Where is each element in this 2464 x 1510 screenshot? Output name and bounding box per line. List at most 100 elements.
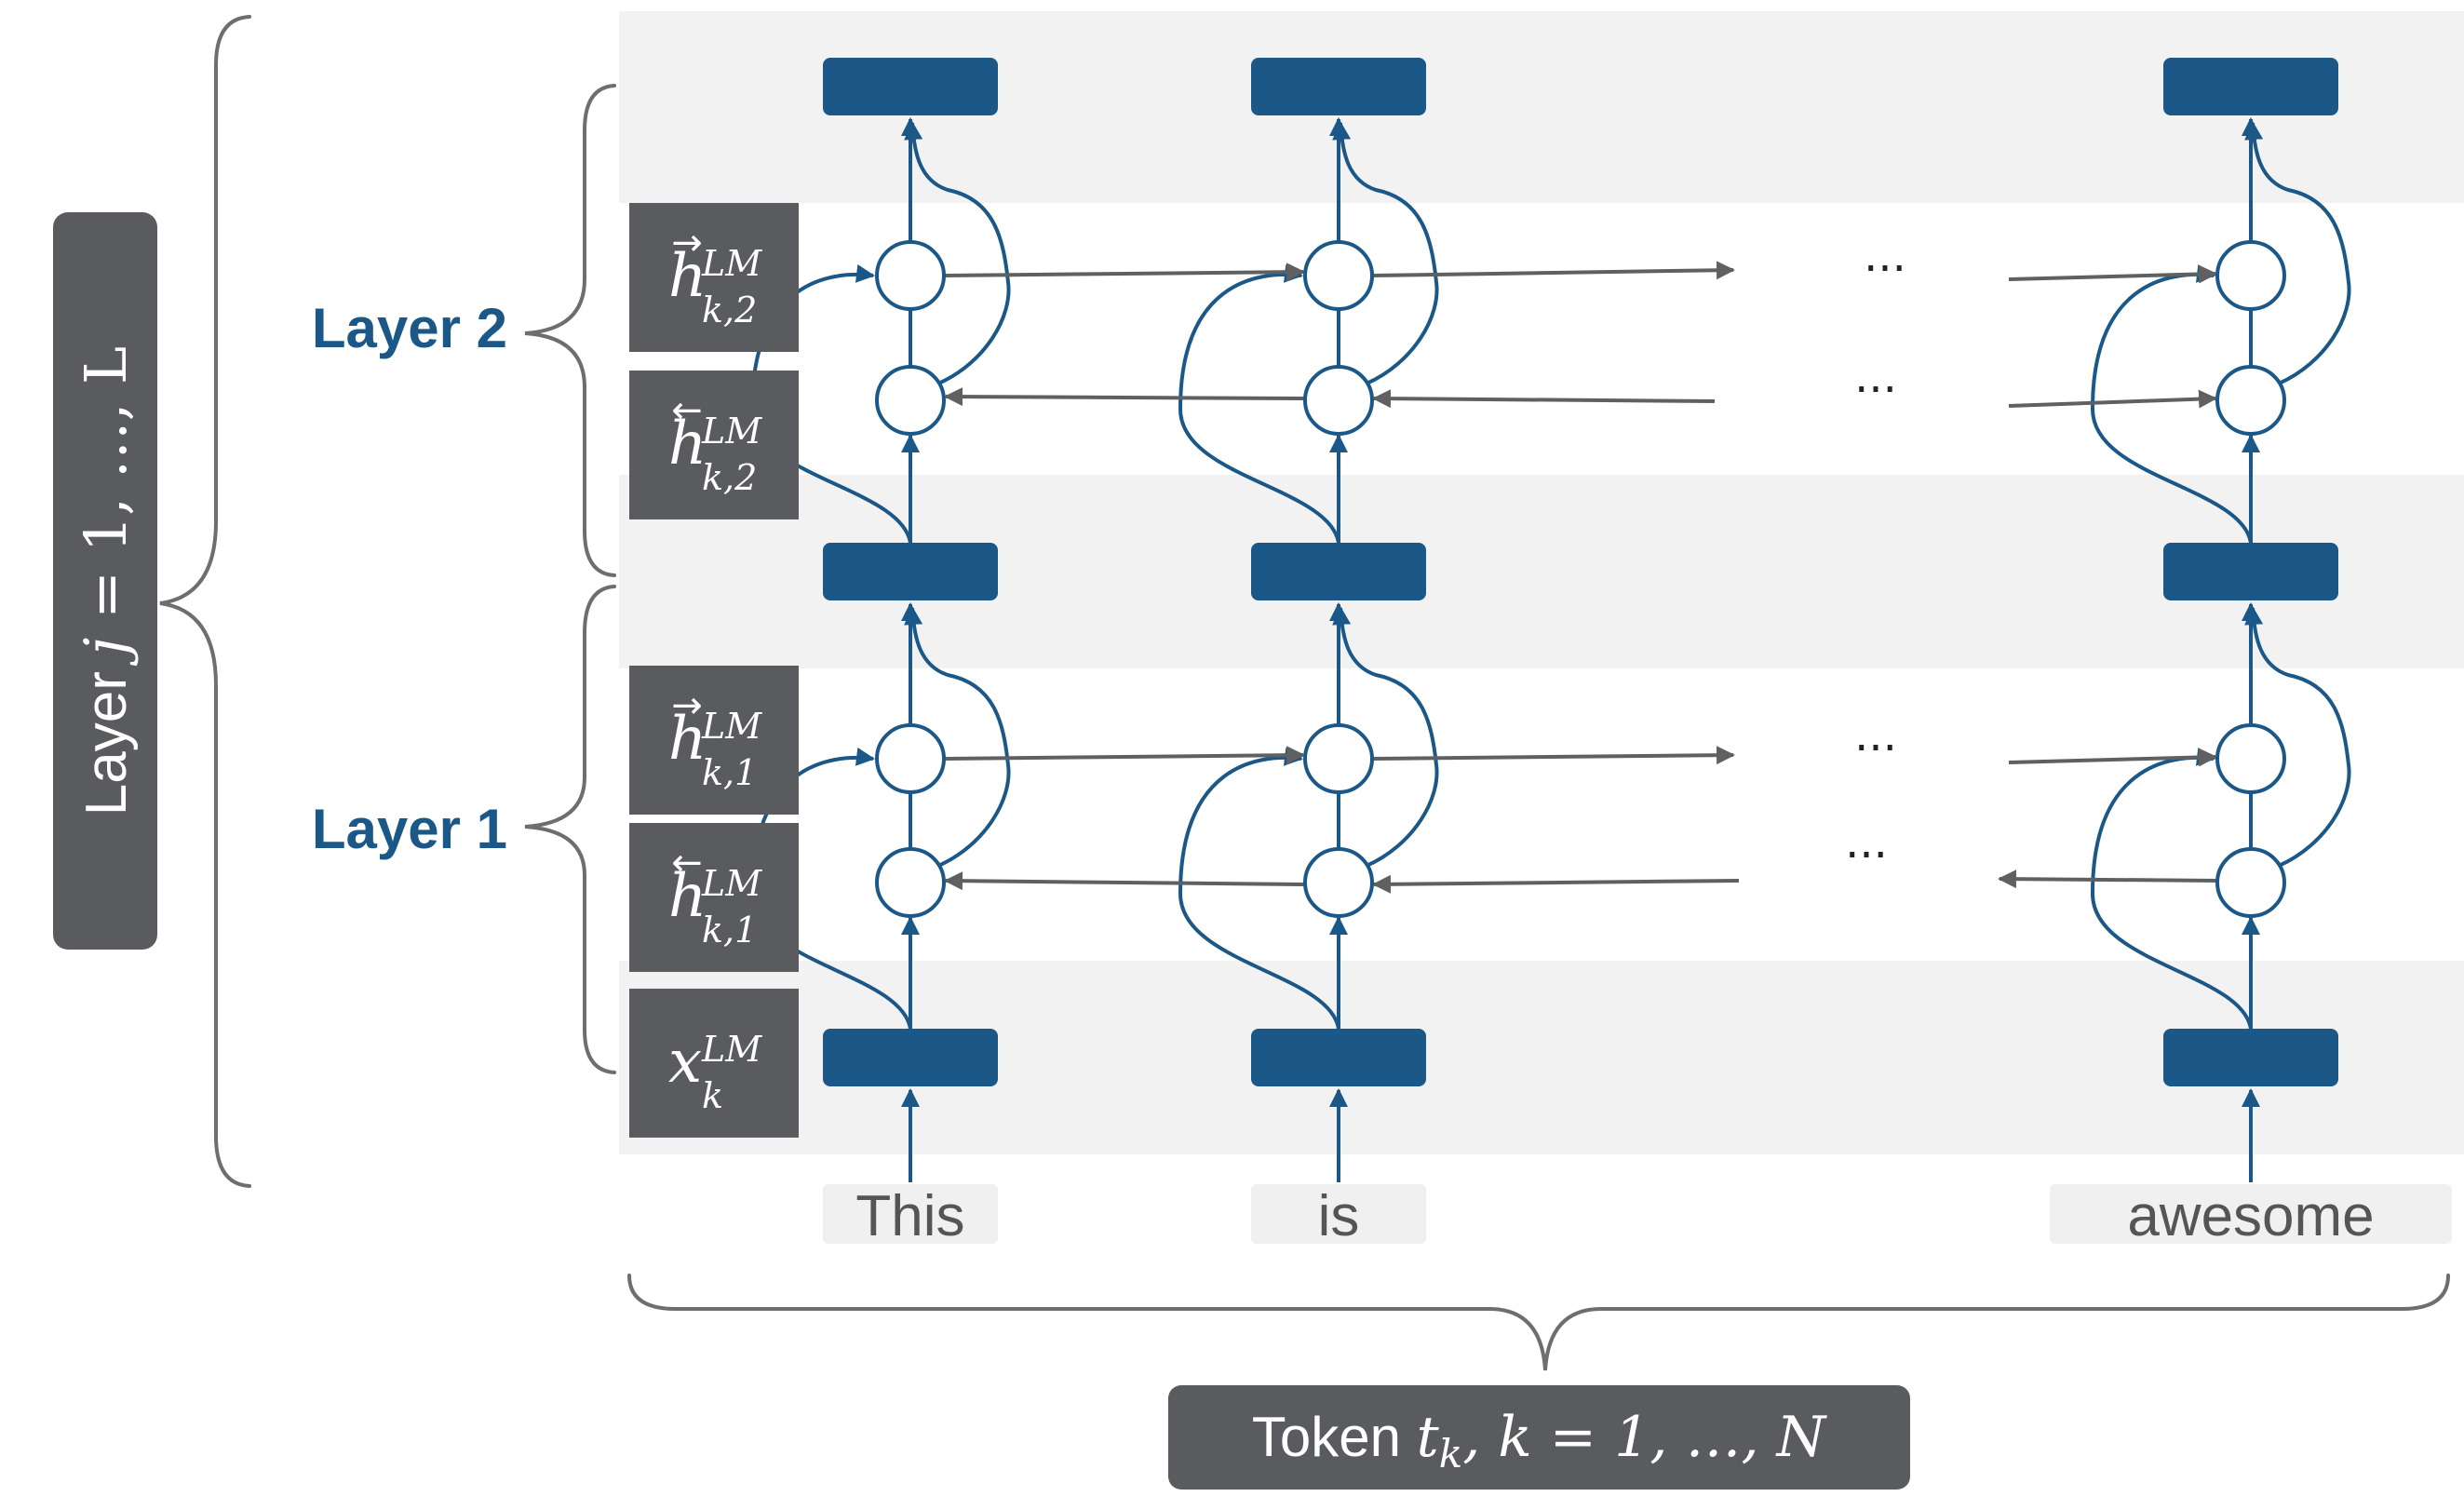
ellipsis-text: ··· (1845, 829, 1888, 882)
skip-connections (749, 121, 2351, 1030)
state-box-h-fwd-2: h→LMk,2 (629, 203, 799, 352)
arrow-icon (944, 387, 1306, 407)
arrow-icon (1371, 746, 1735, 765)
layer-axis-box: Layer j = 1, …, L (53, 212, 157, 950)
token-axis-label: Token tk, k = 1, …, N (1252, 1405, 1828, 1476)
layer-axis-label: Layer j = 1, …, L (72, 346, 140, 816)
layer-2-label: Layer 2 (312, 297, 507, 359)
arrow-icon (1371, 261, 1735, 280)
arrow-icon (944, 871, 1306, 891)
skip-curve-right (1332, 121, 1439, 385)
vertical-connections (901, 117, 2260, 1182)
ellipsis-text: ··· (1854, 722, 1897, 775)
state-subscript: k,2 (702, 457, 757, 498)
layer-axis-prefix: Layer (74, 655, 139, 816)
background-bands (619, 11, 2464, 1154)
rnn-cell-icon (1303, 365, 1374, 436)
ellipsis-text: ··· (1854, 364, 1897, 416)
direction-arrow-icon: → (671, 684, 703, 727)
state-symbol: h (668, 242, 707, 311)
layer-axis-rest: = 1, …, L (72, 346, 140, 638)
token-axis-box: Token tk, k = 1, …, N (1168, 1385, 1910, 1490)
skip-curve-right (1332, 606, 1439, 868)
state-symbol: h (668, 410, 707, 479)
state-symbol: x (668, 1028, 702, 1097)
direction-arrow-icon: ← (671, 389, 703, 432)
token-text: This (855, 1184, 964, 1248)
layer-axis-box-bg (53, 212, 157, 950)
arrow-icon (1372, 874, 1740, 894)
brace-icon (159, 15, 251, 1188)
braces (159, 15, 2450, 1371)
skip-curve-left (1178, 747, 1340, 1030)
ellipsis-text: ··· (1864, 243, 1906, 295)
token-awesome: awesome (2050, 1184, 2452, 1248)
rnn-cell-icon (1303, 240, 1374, 311)
embedding-bar (1251, 1029, 1426, 1086)
state-symbol: h (668, 705, 707, 774)
arrow-icon (2008, 264, 2217, 284)
token-axis-prefix: Token (1252, 1406, 1417, 1468)
arrow-icon (2008, 748, 2217, 767)
state-superscript: LM (701, 706, 762, 747)
token-bg (2050, 1184, 2452, 1244)
brace-icon (524, 84, 616, 577)
token-text: awesome (2127, 1184, 2374, 1248)
state-box-bg (629, 989, 799, 1138)
arrow-icon (2008, 389, 2217, 409)
token-axis-rest: , k = 1, …, N (1462, 1405, 1827, 1470)
embedding-bar (823, 1029, 998, 1086)
state-superscript: LM (701, 411, 762, 452)
token-axis-var: t (1417, 1405, 1440, 1470)
state-box-bg (629, 371, 799, 519)
brace-icon (524, 585, 616, 1074)
rnn-cell-icon (1303, 847, 1374, 918)
state-subscript: k,1 (702, 910, 757, 950)
embedding-bar (2163, 543, 2338, 600)
skip-curve-right (2244, 121, 2351, 385)
state-box-bg (629, 203, 799, 352)
rnn-nodes (823, 58, 2338, 1086)
state-subscript: k (702, 1075, 723, 1116)
token-bg (1251, 1184, 1426, 1244)
embedding-bar (823, 58, 998, 115)
ellipsis-group: ··· ··· ··· ··· (1845, 243, 1906, 882)
brace-icon (627, 1274, 2450, 1371)
rnn-cell-icon (2215, 365, 2286, 436)
skip-curve-right (904, 121, 1011, 385)
skip-curve-right (2244, 606, 2351, 868)
state-subscript: k,1 (702, 752, 757, 793)
layer-labels: Layer 2 Layer 1 (312, 297, 507, 860)
state-symbol: h (668, 862, 707, 931)
skip-curve-left (2090, 747, 2253, 1030)
rnn-cell-icon (2215, 240, 2286, 311)
rnn-cell-icon (875, 365, 946, 436)
direction-arrow-icon: → (671, 222, 703, 264)
rnn-cell-icon (2215, 723, 2286, 794)
state-superscript: LM (701, 863, 762, 904)
embedding-bar (1251, 58, 1426, 115)
state-box-h-bwd-1: h←LMk,1 (629, 823, 799, 972)
state-superscript: LM (701, 1029, 762, 1070)
token-axis-box-bg (1168, 1385, 1910, 1490)
rnn-cell-icon (875, 240, 946, 311)
state-subscript: k,2 (702, 290, 757, 330)
token-bg (823, 1184, 998, 1244)
arrow-icon (943, 746, 1305, 765)
skip-curve-right (904, 606, 1011, 868)
embedding-bar (2163, 58, 2338, 115)
embedding-bar (823, 543, 998, 600)
skip-curve-left (2090, 263, 2253, 544)
arrow-icon (1998, 870, 2218, 889)
state-box-bg (629, 666, 799, 815)
rnn-cell-icon (2215, 847, 2286, 918)
recurrent-connections (943, 261, 2218, 894)
embedding-bar (2163, 1029, 2338, 1086)
token-is: is (1251, 1184, 1426, 1248)
rnn-cell-icon (875, 847, 946, 918)
embedding-bar (1251, 543, 1426, 600)
state-box-h-fwd-1: h→LM k,1 (629, 666, 799, 815)
layer-1-label: Layer 1 (312, 798, 507, 860)
